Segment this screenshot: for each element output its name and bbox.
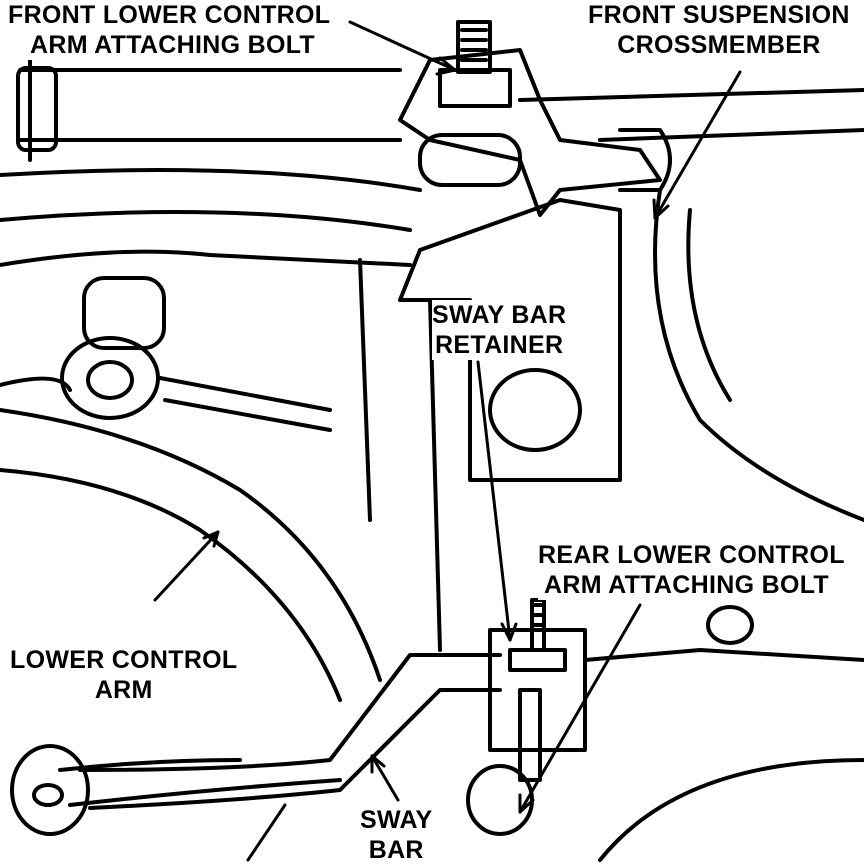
label-crossmember-line2: CROSSMEMBER [617, 31, 821, 59]
label-retainer-line1: SWAY BAR [432, 301, 567, 329]
label-sway-bar-line2: BAR [368, 836, 424, 864]
front-bolt-assembly [398, 20, 672, 217]
label-front-bolt: FRONT LOWER CONTROL ARM ATTACHING BOLT [8, 0, 331, 60]
label-crossmember: FRONT SUSPENSION CROSSMEMBER [588, 0, 850, 60]
front-bushing [60, 276, 332, 432]
frame-sweep [0, 168, 422, 267]
label-sway-bar: SWAY BAR [360, 805, 433, 865]
lower-control-arm [0, 376, 382, 807]
label-crossmember-line1: FRONT SUSPENSION [588, 1, 850, 29]
rear-bolt-assembly [466, 598, 864, 862]
label-lower-arm-line2: ARM [94, 676, 153, 704]
frame-rail [16, 58, 864, 162]
label-retainer-line2: RETAINER [435, 331, 564, 359]
label-front-bolt-line1: FRONT LOWER CONTROL [8, 1, 331, 29]
label-lower-arm: LOWER CONTROL ARM [10, 645, 238, 705]
label-retainer: SWAY BAR RETAINER [432, 300, 567, 360]
outer-link [10, 744, 90, 836]
crossmember-plate [358, 188, 864, 652]
label-rear-bolt-line2: ARM ATTACHING BOLT [544, 571, 829, 599]
label-sway-bar-line1: SWAY [360, 806, 433, 834]
label-front-bolt-line2: ARM ATTACHING BOLT [30, 31, 315, 59]
label-rear-bolt: REAR LOWER CONTROL ARM ATTACHING BOLT [538, 540, 845, 600]
sway-bar-shape [78, 653, 502, 810]
label-rear-bolt-line1: REAR LOWER CONTROL [538, 541, 845, 569]
label-lower-arm-line1: LOWER CONTROL [10, 646, 238, 674]
leader-arrows [153, 20, 742, 862]
